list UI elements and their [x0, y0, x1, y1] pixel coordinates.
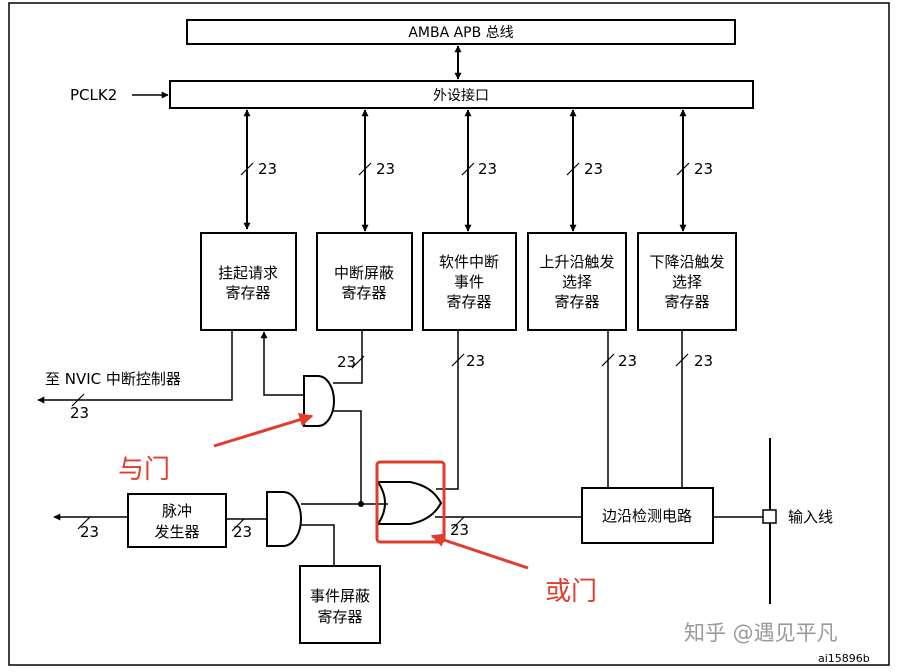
- svg-text:选择: 选择: [562, 273, 592, 291]
- interrupt-mask-register: 中断屏蔽 寄存器: [316, 232, 413, 331]
- edge-detect-box: [581, 487, 714, 544]
- and-gate-annotation-arrow: [213, 412, 314, 448]
- bus-width-label: 23: [618, 352, 637, 370]
- junction-dot: [358, 501, 364, 507]
- pclk2-label: PCLK2: [70, 86, 117, 104]
- input-pin: [762, 509, 777, 524]
- svg-text:中断屏蔽: 中断屏蔽: [334, 264, 394, 282]
- input-line-label: 输入线: [788, 508, 833, 526]
- nvic-width-tick: [71, 393, 85, 407]
- svg-text:挂起请求: 挂起请求: [218, 264, 278, 282]
- register-bus-width-labels: 23 23 23 23 23: [258, 160, 713, 178]
- or-gate: [376, 481, 443, 525]
- svg-text:上升沿触发: 上升沿触发: [539, 253, 614, 271]
- svg-text:寄存器: 寄存器: [225, 284, 270, 302]
- figure-id: ai15896b: [818, 652, 870, 665]
- pending-request-register: 挂起请求 寄存器: [200, 232, 297, 331]
- svg-text:寄存器: 寄存器: [446, 293, 491, 311]
- svg-text:事件屏蔽: 事件屏蔽: [310, 587, 370, 605]
- and-gate-annotation: 与门: [118, 455, 170, 485]
- or-output-to-and: [333, 410, 362, 504]
- edge-detect-label: 边沿检测电路: [602, 507, 692, 525]
- apb-bus-label: AMBA APB 总线: [408, 25, 513, 41]
- peripheral-interface-box: [169, 80, 754, 109]
- bus-width-label: 23: [584, 160, 603, 178]
- event-mask-to-and: [300, 524, 335, 566]
- svg-text:发生器: 发生器: [154, 523, 199, 541]
- and-gate-to-pending: [260, 331, 304, 396]
- svg-text:寄存器: 寄存器: [341, 284, 386, 302]
- bus-width-label: 23: [694, 352, 713, 370]
- register-bus-width-ticks: [240, 162, 690, 176]
- software-interrupt-to-or: [436, 330, 459, 490]
- svg-text:脉冲: 脉冲: [162, 502, 192, 520]
- bus-width-label: 23: [70, 404, 89, 422]
- nvic-label: 至 NVIC 中断控制器: [45, 370, 181, 388]
- bus-width-label: 23: [466, 352, 485, 370]
- or-gate-annotation: 或门: [545, 577, 597, 607]
- bus-width-label: 23: [258, 160, 277, 178]
- falling-trigger-select-register: 下降沿触发 选择 寄存器: [637, 232, 737, 331]
- software-interrupt-event-register: 软件中断 事件 寄存器: [422, 232, 517, 331]
- event-mask-register: [299, 565, 381, 644]
- nvic-output-line: [37, 330, 233, 404]
- interrupt-mask-to-and: [333, 330, 363, 384]
- event-and-gate: [266, 491, 302, 547]
- bus-width-label: 23: [450, 521, 469, 539]
- rising-trigger-select-register: 上升沿触发 选择 寄存器: [527, 232, 627, 331]
- svg-text:寄存器: 寄存器: [554, 293, 599, 311]
- peripheral-interface-label: 外设接口: [433, 87, 489, 104]
- register-bus-links: [243, 109, 687, 232]
- figure-frame: [8, 2, 890, 666]
- or-gate-annotation-arrow: [430, 533, 529, 570]
- svg-text:软件中断: 软件中断: [439, 253, 499, 271]
- watermark: 知乎 @遇见平凡: [684, 621, 838, 645]
- svg-text:下降沿触发: 下降沿触发: [649, 253, 724, 271]
- bus-width-label: 23: [80, 523, 99, 541]
- svg-text:选择: 选择: [672, 273, 702, 291]
- svg-text:事件: 事件: [454, 273, 484, 291]
- svg-text:寄存器: 寄存器: [317, 608, 362, 626]
- svg-text:寄存器: 寄存器: [664, 293, 709, 311]
- or-gate-highlight: [375, 460, 446, 544]
- bus-width-label: 23: [478, 160, 497, 178]
- bus-width-label: 23: [233, 523, 252, 541]
- pulse-generator-box: [127, 493, 227, 548]
- bus-width-label: 23: [337, 353, 356, 371]
- bus-width-label: 23: [376, 160, 395, 178]
- apb-bus-box: [186, 19, 736, 45]
- bus-width-label: 23: [694, 160, 713, 178]
